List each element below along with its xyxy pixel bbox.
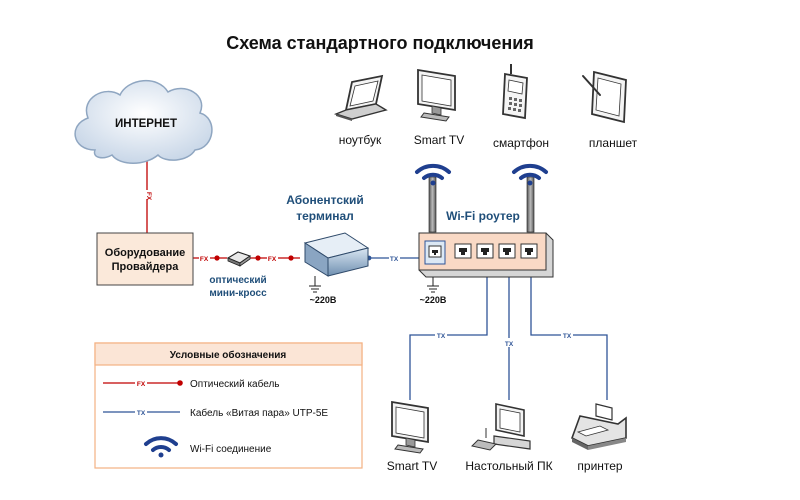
- provider-label-line1: Оборудование: [105, 247, 185, 259]
- smartphone-label: смартфон: [493, 136, 549, 150]
- desktop-pc-label: Настольный ПК: [465, 459, 552, 473]
- printer-icon: [571, 403, 627, 450]
- fiber-cable-cross-terminal: FX: [250, 253, 300, 263]
- diagram-title: Схема стандартного подключения: [226, 33, 534, 53]
- wifi-icon: [415, 163, 451, 186]
- legend-utp-sample: TX: [103, 407, 180, 417]
- fx-tag: FX: [268, 256, 277, 263]
- laptop-label: ноутбук: [339, 133, 382, 147]
- subscriber-terminal: Абонентский терминал ~220В: [286, 193, 370, 305]
- tx-tag: TX: [505, 341, 514, 348]
- wired-smart-tv-label: Smart TV: [387, 459, 437, 473]
- router-label: Wi-Fi роутер: [446, 209, 520, 223]
- wifi-icon: [144, 436, 178, 458]
- fiber-cable-cloud-provider: FX: [142, 160, 152, 233]
- desktop-pc-icon: [471, 403, 531, 451]
- wifi-router: Wi-Fi роутер ~220В: [415, 163, 554, 305]
- fx-tag: FX: [145, 192, 152, 201]
- legend-title: Условные обозначения: [170, 349, 287, 361]
- legend-fiber-sample: FX: [103, 378, 183, 388]
- legend: Условные обозначения FX Оптический кабел…: [94, 342, 363, 469]
- mini-cross-label-line1: оптический: [209, 275, 266, 286]
- fx-tag: FX: [200, 256, 209, 263]
- printer-label: принтер: [577, 459, 623, 473]
- terminal-power-label: ~220В: [310, 295, 337, 305]
- wifi-icon: [512, 163, 548, 186]
- smart-tv-icon: [391, 400, 429, 454]
- legend-utp-label: Кабель «Витая пара» UTP-5E: [190, 407, 328, 419]
- laptop-icon: [333, 74, 388, 121]
- legend-fiber-label: Оптический кабель: [190, 378, 280, 390]
- optical-mini-cross: оптический мини-кросс: [209, 251, 267, 299]
- smartphone-icon: [502, 64, 528, 120]
- provider-equipment: Оборудование Провайдера: [96, 232, 194, 286]
- smart-tv-label: Smart TV: [414, 133, 464, 147]
- mini-cross-label-line2: мини-кросс: [209, 288, 267, 299]
- utp-cable-router-smart-tv: [409, 272, 488, 400]
- internet-label: ИНТЕРНЕТ: [115, 118, 177, 130]
- tablet-label: планшет: [589, 136, 638, 150]
- legend-wifi-label: Wi-Fi соединение: [190, 444, 272, 455]
- terminal-label-line1: Абонентский: [286, 193, 364, 207]
- fx-tag: FX: [137, 381, 146, 388]
- tx-tag: TX: [137, 410, 146, 417]
- internet-cloud: ИНТЕРНЕТ: [74, 79, 213, 164]
- provider-label-line2: Провайдера: [112, 261, 180, 273]
- terminal-label-line2: терминал: [296, 209, 354, 223]
- tx-tag: TX: [563, 333, 572, 340]
- fiber-cable-provider-cross: FX: [193, 253, 227, 263]
- utp-cable-terminal-router: TX: [366, 253, 425, 263]
- tx-tag: TX: [390, 256, 399, 263]
- router-power-label: ~220В: [420, 295, 447, 305]
- tablet-icon: [582, 70, 627, 124]
- tx-tag: TX: [437, 333, 446, 340]
- smart-tv-icon: [417, 68, 456, 122]
